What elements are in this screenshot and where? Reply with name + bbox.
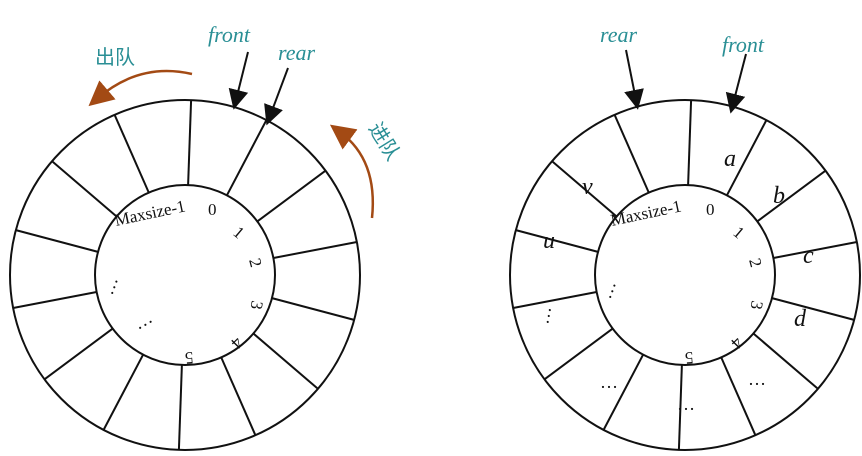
cell-divider [256, 169, 327, 223]
dequeue-label: 出队 [95, 45, 135, 69]
cell-divider [252, 332, 319, 390]
cell-divider [773, 241, 858, 259]
right-queue-cells [512, 100, 858, 450]
cell-divider [756, 169, 827, 223]
ellipsis: … [97, 274, 122, 298]
cell-divider [43, 327, 114, 381]
cell-divider [51, 160, 118, 218]
enqueue-curved-arrow-icon [329, 124, 374, 219]
front-label: front [208, 22, 251, 47]
cell-c: c [803, 243, 814, 269]
cell-divider [726, 119, 768, 196]
cell-divider [12, 291, 97, 309]
index-5: 5 [184, 348, 194, 368]
left-circular-queue: front rear 出队 进队 Maxsize-1 0 1 2 3 4 5 …… [9, 22, 406, 451]
cell-divider [720, 356, 757, 436]
cell-divider [543, 327, 614, 381]
rear-pointer-arrow-icon [624, 49, 644, 110]
cell-ellipsis: … [677, 394, 695, 414]
front-pointer-arrow-icon [228, 51, 249, 110]
dequeue-curved-arrow-icon [88, 69, 193, 107]
cell-v: v [582, 174, 593, 200]
cell-u: u [543, 228, 555, 254]
cell-ellipsis: … [748, 369, 766, 389]
cell-divider [771, 297, 855, 321]
cell-divider [226, 119, 268, 196]
cell-divider [113, 114, 150, 194]
index-5: 5 [684, 348, 694, 368]
cell-divider [15, 229, 99, 253]
index-0: 0 [706, 200, 715, 219]
cell-ellipsis: … [532, 304, 555, 325]
index-3: 3 [247, 299, 267, 311]
front-pointer-arrow-icon [725, 53, 747, 114]
rear-label: rear [278, 40, 316, 65]
left-inner-ring [94, 184, 276, 366]
cell-divider [187, 100, 193, 186]
rear-pointer-arrow-icon [264, 67, 289, 126]
cell-d: d [794, 306, 807, 332]
front-label: front [722, 32, 765, 57]
cell-divider [551, 160, 618, 218]
cell-divider [512, 291, 597, 309]
cell-divider [102, 354, 144, 431]
cell-b: b [773, 183, 785, 209]
cell-divider [177, 364, 183, 450]
left-queue-cells [12, 100, 358, 450]
cell-divider [220, 356, 257, 436]
cell-ellipsis: … [600, 372, 618, 392]
cell-divider [602, 354, 644, 431]
cell-a: a [724, 146, 736, 172]
ellipsis: … [595, 278, 620, 302]
cell-divider [515, 229, 599, 253]
rear-label: rear [600, 22, 638, 47]
right-inner-ring [594, 184, 776, 366]
cell-divider [687, 100, 693, 186]
index-3: 3 [747, 299, 767, 311]
right-circular-queue: rear front a b c d u v Maxsize-1 0 1 2 3… [509, 22, 861, 451]
cell-divider [273, 241, 358, 259]
cell-divider [613, 114, 650, 194]
cell-divider [752, 332, 819, 390]
enqueue-label: 进队 [364, 118, 406, 165]
index-0: 0 [208, 200, 217, 219]
cell-divider [271, 297, 355, 321]
cell-divider [677, 364, 683, 450]
